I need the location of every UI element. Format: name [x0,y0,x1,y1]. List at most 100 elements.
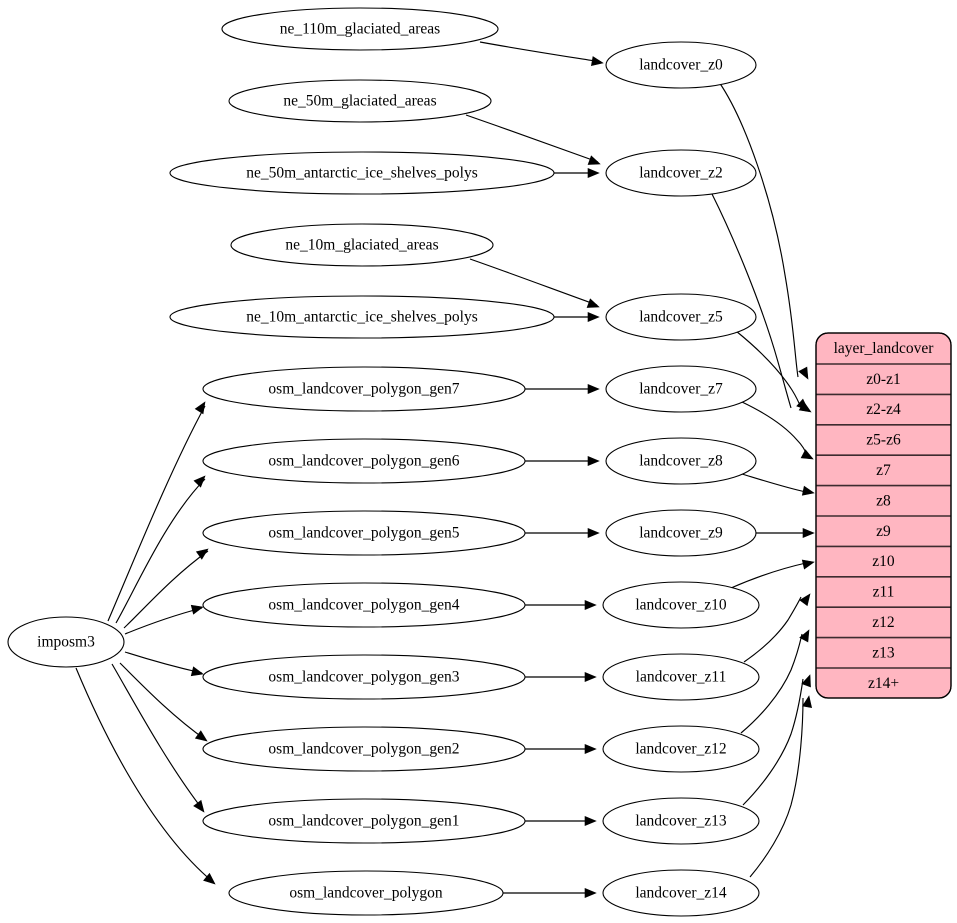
mid-node-landcover_z10[interactable]: landcover_z10 [602,581,760,629]
arrowhead [584,815,597,827]
node-shape [202,438,526,484]
record-row-hitarea[interactable] [816,455,951,485]
source-node-osm_landcover_polygon_gen3[interactable]: osm_landcover_polygon_gen3 [202,654,526,700]
record-row-z13[interactable]: z13 [816,638,951,668]
source-node-ne_110m_glaciated_areas[interactable]: ne_110m_glaciated_areas [221,7,499,51]
record-row-z7[interactable]: z7 [816,455,951,485]
source-node-osm_landcover_polygon_gen4[interactable]: osm_landcover_polygon_gen4 [202,582,526,628]
node-shape [7,616,125,668]
arrowhead [193,799,205,813]
record-row-hitarea[interactable] [816,668,951,698]
record-row-z14+[interactable]: z14+ [816,668,951,698]
record-outline [815,332,952,699]
edge-landcover_z0-to-z0-z1 [718,81,799,378]
edge-landcover_z11-to-z11 [743,596,802,663]
edge-landcover_z7-to-z7 [741,401,809,458]
source-node-osm_landcover_polygon_gen1[interactable]: osm_landcover_polygon_gen1 [202,798,526,844]
arrowhead [195,548,209,560]
mid-node-landcover_z2[interactable]: landcover_z2 [605,149,757,197]
node-shape [605,41,757,89]
node-shape [228,79,492,123]
edge-landcover_z2-to-z2-z4 [711,193,792,409]
record-row-hitarea[interactable] [816,607,951,637]
mid-nodes-layer: landcover_z0 landcover_z2 landcover_z5land… [602,41,760,917]
mid-node-landcover_z12[interactable]: landcover_z12 [602,725,760,773]
record-row-z12[interactable]: z12 [816,607,951,637]
record-row-hitarea[interactable] [816,516,951,546]
mid-node-landcover_z13[interactable]: landcover_z13 [602,797,760,845]
source-node-ne_10m_antarctic_ice_shelves_polys[interactable]: ne_10m_antarctic_ice_shelves_polys [169,295,555,339]
record-row-hitarea[interactable] [816,486,951,516]
record-row-z8[interactable]: z8 [816,486,951,516]
edge-ne_110m_glaciated_areas-to-landcover_z0 [479,41,602,63]
node-shape [602,797,760,845]
edge-imposm3-to-osm_landcover_polygon [75,667,214,883]
node-shape [605,365,757,413]
arrowhead [194,730,208,742]
arrowhead [203,872,216,885]
edge-imposm3-to-osm_landcover_polygon_gen4 [124,607,203,635]
arrowhead [190,666,204,677]
arrowhead [587,527,600,539]
record-row-z11[interactable]: z11 [816,577,951,607]
arrowhead [584,599,597,611]
record-row-hitarea[interactable] [816,425,951,455]
arrowhead [587,383,600,395]
node-shape [221,7,499,51]
edge-ne_50m_glaciated_areas-to-landcover_z2 [465,114,599,163]
record-row-hitarea[interactable] [816,546,951,576]
record-row-z2-z4[interactable]: z2-z4 [816,394,951,424]
record-row-z0-z1[interactable]: z0-z1 [816,364,951,394]
node-shape [228,870,504,916]
mid-node-landcover_z8[interactable]: landcover_z8 [605,437,757,485]
edge-landcover_z14-to-z14+ [749,697,804,878]
node-shape [230,223,494,267]
mid-node-landcover_z5[interactable]: landcover_z5 [605,293,757,341]
mid-node-landcover_z14[interactable]: landcover_z14 [602,869,760,917]
record-row-hitarea[interactable] [816,638,951,668]
arrowhead [590,56,604,67]
node-shape [602,653,760,701]
mid-node-landcover_z7[interactable]: landcover_z7 [605,365,757,413]
source-node-osm_landcover_polygon_gen7[interactable]: osm_landcover_polygon_gen7 [202,366,526,412]
source-node-osm_landcover_polygon_gen5[interactable]: osm_landcover_polygon_gen5 [202,510,526,556]
node-shape [602,725,760,773]
arrowhead [801,559,815,570]
mid-node-landcover_z0[interactable]: landcover_z0 [605,41,757,89]
arrowhead [193,475,206,488]
edge-landcover_z10-to-z10 [730,562,807,589]
layer-landcover-record[interactable]: layer_landcoverz0-z1z2-z4z5-z6z7z8z9z10z… [815,332,952,699]
node-shape [169,151,555,195]
arrowhead [194,401,206,415]
node-shape [605,149,757,197]
arrowhead [801,674,811,688]
node-shape [605,509,757,557]
arrowhead [802,527,815,539]
mid-node-landcover_z9[interactable]: landcover_z9 [605,509,757,557]
arrowhead [586,298,600,308]
source-node-osm_landcover_polygon_gen6[interactable]: osm_landcover_polygon_gen6 [202,438,526,484]
arrowhead [584,671,597,683]
arrowhead [587,167,600,179]
record-row-z5-z6[interactable]: z5-z6 [816,425,951,455]
record-row-hitarea[interactable] [816,577,951,607]
edge-imposm3-to-osm_landcover_polygon_gen5 [123,550,209,629]
record-row-z9[interactable]: z9 [816,516,951,546]
source-node-imposm3[interactable]: imposm3 [7,616,125,668]
record-row-hitarea[interactable] [816,394,951,424]
source-node-ne_50m_antarctic_ice_shelves_polys[interactable]: ne_50m_antarctic_ice_shelves_polys [169,151,555,195]
mid-node-landcover_z11[interactable]: landcover_z11 [602,653,760,701]
source-node-ne_10m_glaciated_areas[interactable]: ne_10m_glaciated_areas [230,223,494,267]
source-nodes-layer: imposm3 ne_110m_glaciated_areas ne_50m_gla… [7,7,555,916]
arrowhead [190,604,204,615]
source-node-osm_landcover_polygon[interactable]: osm_landcover_polygon [228,870,504,916]
source-node-osm_landcover_polygon_gen2[interactable]: osm_landcover_polygon_gen2 [202,726,526,772]
edge-landcover_z13-to-z13 [742,678,804,806]
record-row-z10[interactable]: z10 [816,546,951,576]
node-shape [605,437,757,485]
node-shape [605,293,757,341]
source-node-ne_50m_glaciated_areas[interactable]: ne_50m_glaciated_areas [228,79,492,123]
record-row-hitarea[interactable] [816,364,951,394]
arrowhead [584,887,597,899]
